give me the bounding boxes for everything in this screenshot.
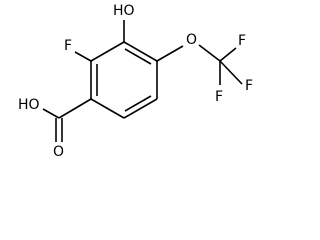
bond-o-cf3	[198, 44, 221, 62]
bond-c-f	[74, 51, 92, 62]
ring-bond	[123, 41, 158, 62]
cf3-fluorine-right-label: F	[245, 78, 253, 94]
bond-c-o-ether	[156, 45, 184, 62]
bond-carboxyl-oh	[42, 108, 60, 119]
bond-c-f-right	[219, 60, 243, 85]
bond-c-f-top	[219, 47, 237, 62]
benzene-ring	[90, 41, 158, 119]
cf3-fluorine-bottom-label: F	[215, 89, 223, 105]
carbonyl-oxygen-label: O	[53, 144, 64, 160]
fluorine-label: F	[64, 38, 72, 54]
acid-hydroxyl-label: HO	[18, 97, 40, 113]
hydroxyl-label: HO	[113, 3, 135, 19]
ether-oxygen-label: O	[186, 32, 197, 48]
ring-bond	[90, 41, 125, 62]
structure-canvas: HO F O F F F HO O	[18, 3, 254, 160]
ring-double-bond	[124, 95, 152, 112]
cf3-fluorine-top-label: F	[238, 33, 246, 49]
ring-bond	[123, 98, 158, 119]
ring-double-bond	[124, 48, 152, 65]
ring-bond	[90, 98, 125, 119]
molecule-structure: HO F O F F F HO O	[18, 3, 253, 160]
bond-ring-carboxyl	[58, 98, 92, 119]
